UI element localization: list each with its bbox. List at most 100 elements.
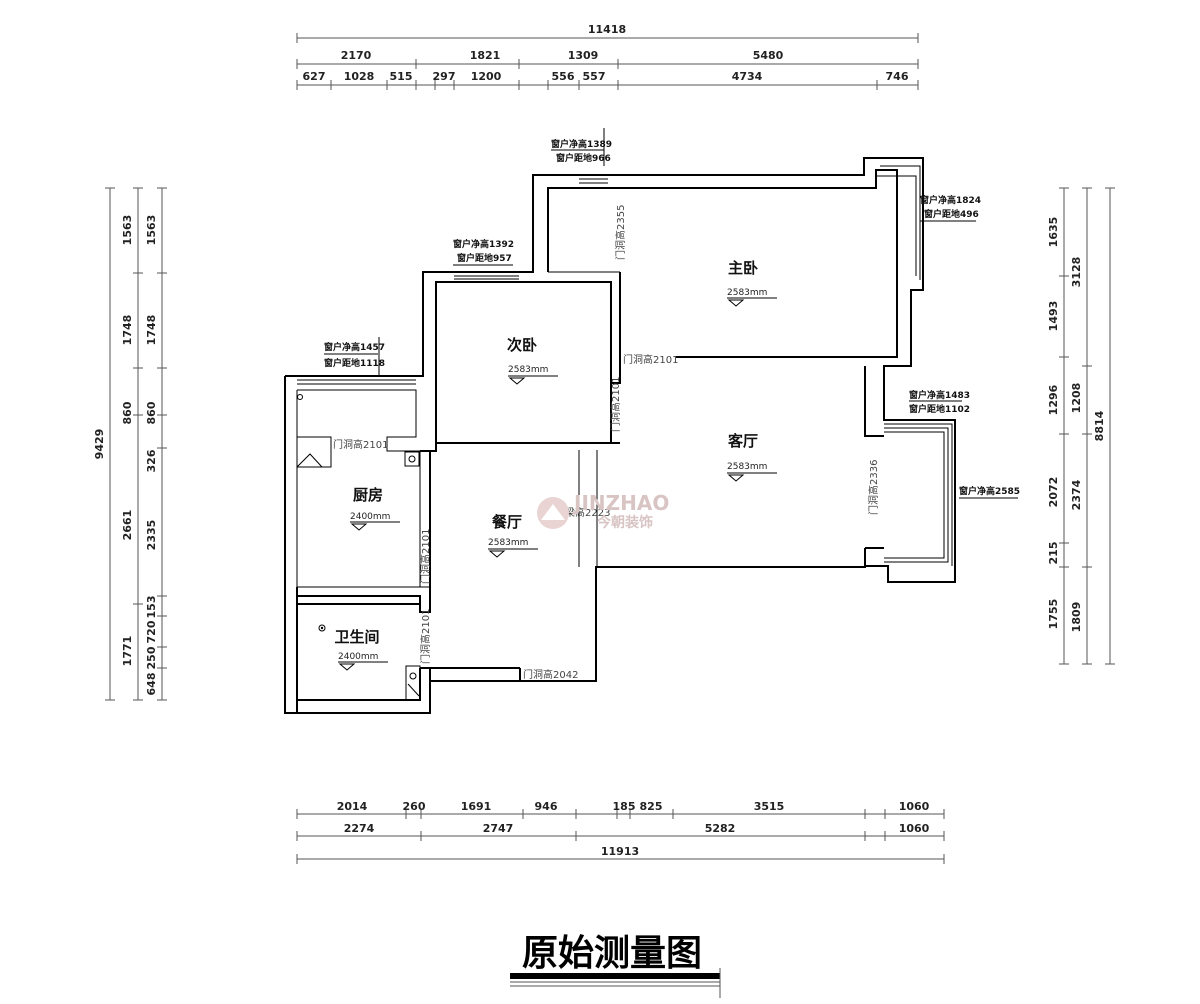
room-name-second-bedroom: 次卧 [507,336,537,354]
top-mid-dim: 1821 [470,49,501,62]
right-mid-dim: 1755 [1047,599,1060,630]
opening-label: 门洞高2101 [419,529,432,584]
left-small-dim: 860 [145,401,158,424]
room-name-dining: 餐厅 [492,513,522,531]
top-small-dim: 1200 [471,70,502,83]
opening-label: 门洞高2101 [419,609,432,664]
top-total-dim: 11418 [588,23,626,36]
window-label: 窗户距地957 [457,252,512,264]
drain-icon [404,451,420,467]
right-mid-dim: 1296 [1047,384,1060,415]
left-small-dim: 1563 [145,215,158,246]
room-height: 2583mm [727,462,767,472]
left-small-dim: 250 [145,646,158,669]
left-total-dim: 9429 [93,429,106,460]
title-block: 原始测量图 [510,932,721,998]
left-mid-dim: 860 [121,401,134,424]
bottom-small-dim: 185 [613,800,636,813]
bottom-mid-dim: 2274 [344,822,375,835]
right-mid-dim: 1493 [1047,301,1060,332]
room-labels: 主卧 2583mm 次卧 2583mm 客厅 2583mm 厨房 2400mm … [334,259,777,671]
bottom-mid-dim: 2747 [483,822,514,835]
bottom-mid-dim: 1060 [899,822,930,835]
top-small-dim: 746 [886,70,909,83]
opening-label: 门洞高2101 [623,353,678,366]
bottom-dimensions: 2014 260 1691 946 185 825 3515 1060 2274… [296,800,945,864]
watermark-brand: JINZHAO [572,491,669,515]
floor-drain-icon [318,624,326,632]
left-mid-dim: 1748 [121,315,134,346]
window-labels: 窗户净高1389 窗户距地966 窗户净高1824 窗户距地496 窗户净高13… [324,128,1020,499]
opening-label: 门洞高2336 [867,460,880,515]
bottom-small-dim: 825 [640,800,663,813]
top-small-dim: 556 [552,70,575,83]
right-inner-dim: 1809 [1070,602,1083,633]
window-label: 窗户距地966 [556,152,611,164]
bottom-small-dim: 260 [403,800,426,813]
window-label: 窗户净高1457 [324,341,385,353]
bottom-small-dim: 1060 [899,800,930,813]
window-label: 窗户净高1389 [551,138,612,150]
top-small-dim: 515 [390,70,413,83]
window-label: 窗户净高2585 [959,485,1020,497]
top-small-dim: 557 [583,70,606,83]
room-height: 2583mm [727,288,767,298]
room-name-kitchen: 厨房 [353,486,383,504]
room-name-bathroom: 卫生间 [334,628,379,646]
left-small-dim: 153 [145,596,158,619]
window-label: 窗户净高1392 [453,238,514,250]
toilet-icon [405,665,421,701]
top-small-dim: 1028 [344,70,375,83]
bottom-small-dim: 3515 [754,800,785,813]
right-mid-dim: 215 [1047,542,1060,565]
opening-label: 门洞高2042 [523,668,578,681]
right-outer-dim: 8814 [1093,410,1106,441]
left-dimensions: 9429 1563 1748 860 2661 1771 1563 1748 8… [93,187,167,701]
window-label: 窗户距地496 [924,208,979,220]
left-small-dim: 1748 [145,315,158,346]
room-height: 2400mm [338,652,378,662]
left-small-dim: 326 [145,449,158,472]
bottom-total-dim: 11913 [601,845,639,858]
top-small-dim: 627 [303,70,326,83]
walls [284,157,956,714]
room-height: 2583mm [488,538,528,548]
window-label: 窗户距地1118 [324,357,385,369]
top-dimensions: 11418 2170 1821 1309 5480 627 1028 515 2… [296,23,919,90]
left-mid-dim: 1563 [121,215,134,246]
opening-labels: 门洞高2355 门洞高2101 门洞高2101 门洞高2101 门洞高2101 … [333,205,880,681]
right-mid-dim: 2072 [1047,477,1060,508]
room-height: 2583mm [508,365,548,375]
watermark: JINZHAO 今朝装饰 [537,491,669,531]
room-name-living-room: 客厅 [727,432,758,450]
second-bedroom-walls [435,281,612,444]
bottom-small-dim: 1691 [461,800,492,813]
opening-label: 门洞高2101 [333,438,388,451]
opening-label: 梁高2223 [565,506,610,519]
right-dimensions: 1635 1493 1296 2072 215 1755 3128 1208 2… [1047,187,1115,665]
right-inner-dim: 1208 [1070,383,1083,414]
window-label: 窗户净高1824 [920,194,981,206]
top-mid-dim: 2170 [341,49,372,62]
room-height: 2400mm [350,512,390,522]
bottom-small-dim: 2014 [337,800,368,813]
left-small-dim: 648 [145,673,158,696]
left-small-dim: 2335 [145,520,158,551]
top-mid-dim: 1309 [568,49,599,62]
window-label: 窗户距地1102 [909,403,970,415]
right-mid-dim: 1635 [1047,217,1060,248]
watermark-name: 今朝装饰 [596,514,653,531]
bottom-mid-dim: 5282 [705,822,736,835]
room-name-master-bedroom: 主卧 [728,259,758,277]
kitchen-fixture [296,436,332,468]
page-title: 原始测量图 [522,932,702,974]
left-mid-dim: 2661 [121,510,134,541]
right-outer-dim: 3128 [1070,257,1083,288]
window-label: 窗户净高1483 [909,389,970,401]
top-mid-dim: 5480 [753,49,784,62]
opening-label: 门洞高2101 [609,377,622,432]
left-small-dim: 720 [145,620,158,643]
bottom-small-dim: 946 [535,800,558,813]
opening-label: 门洞高2355 [614,205,627,260]
